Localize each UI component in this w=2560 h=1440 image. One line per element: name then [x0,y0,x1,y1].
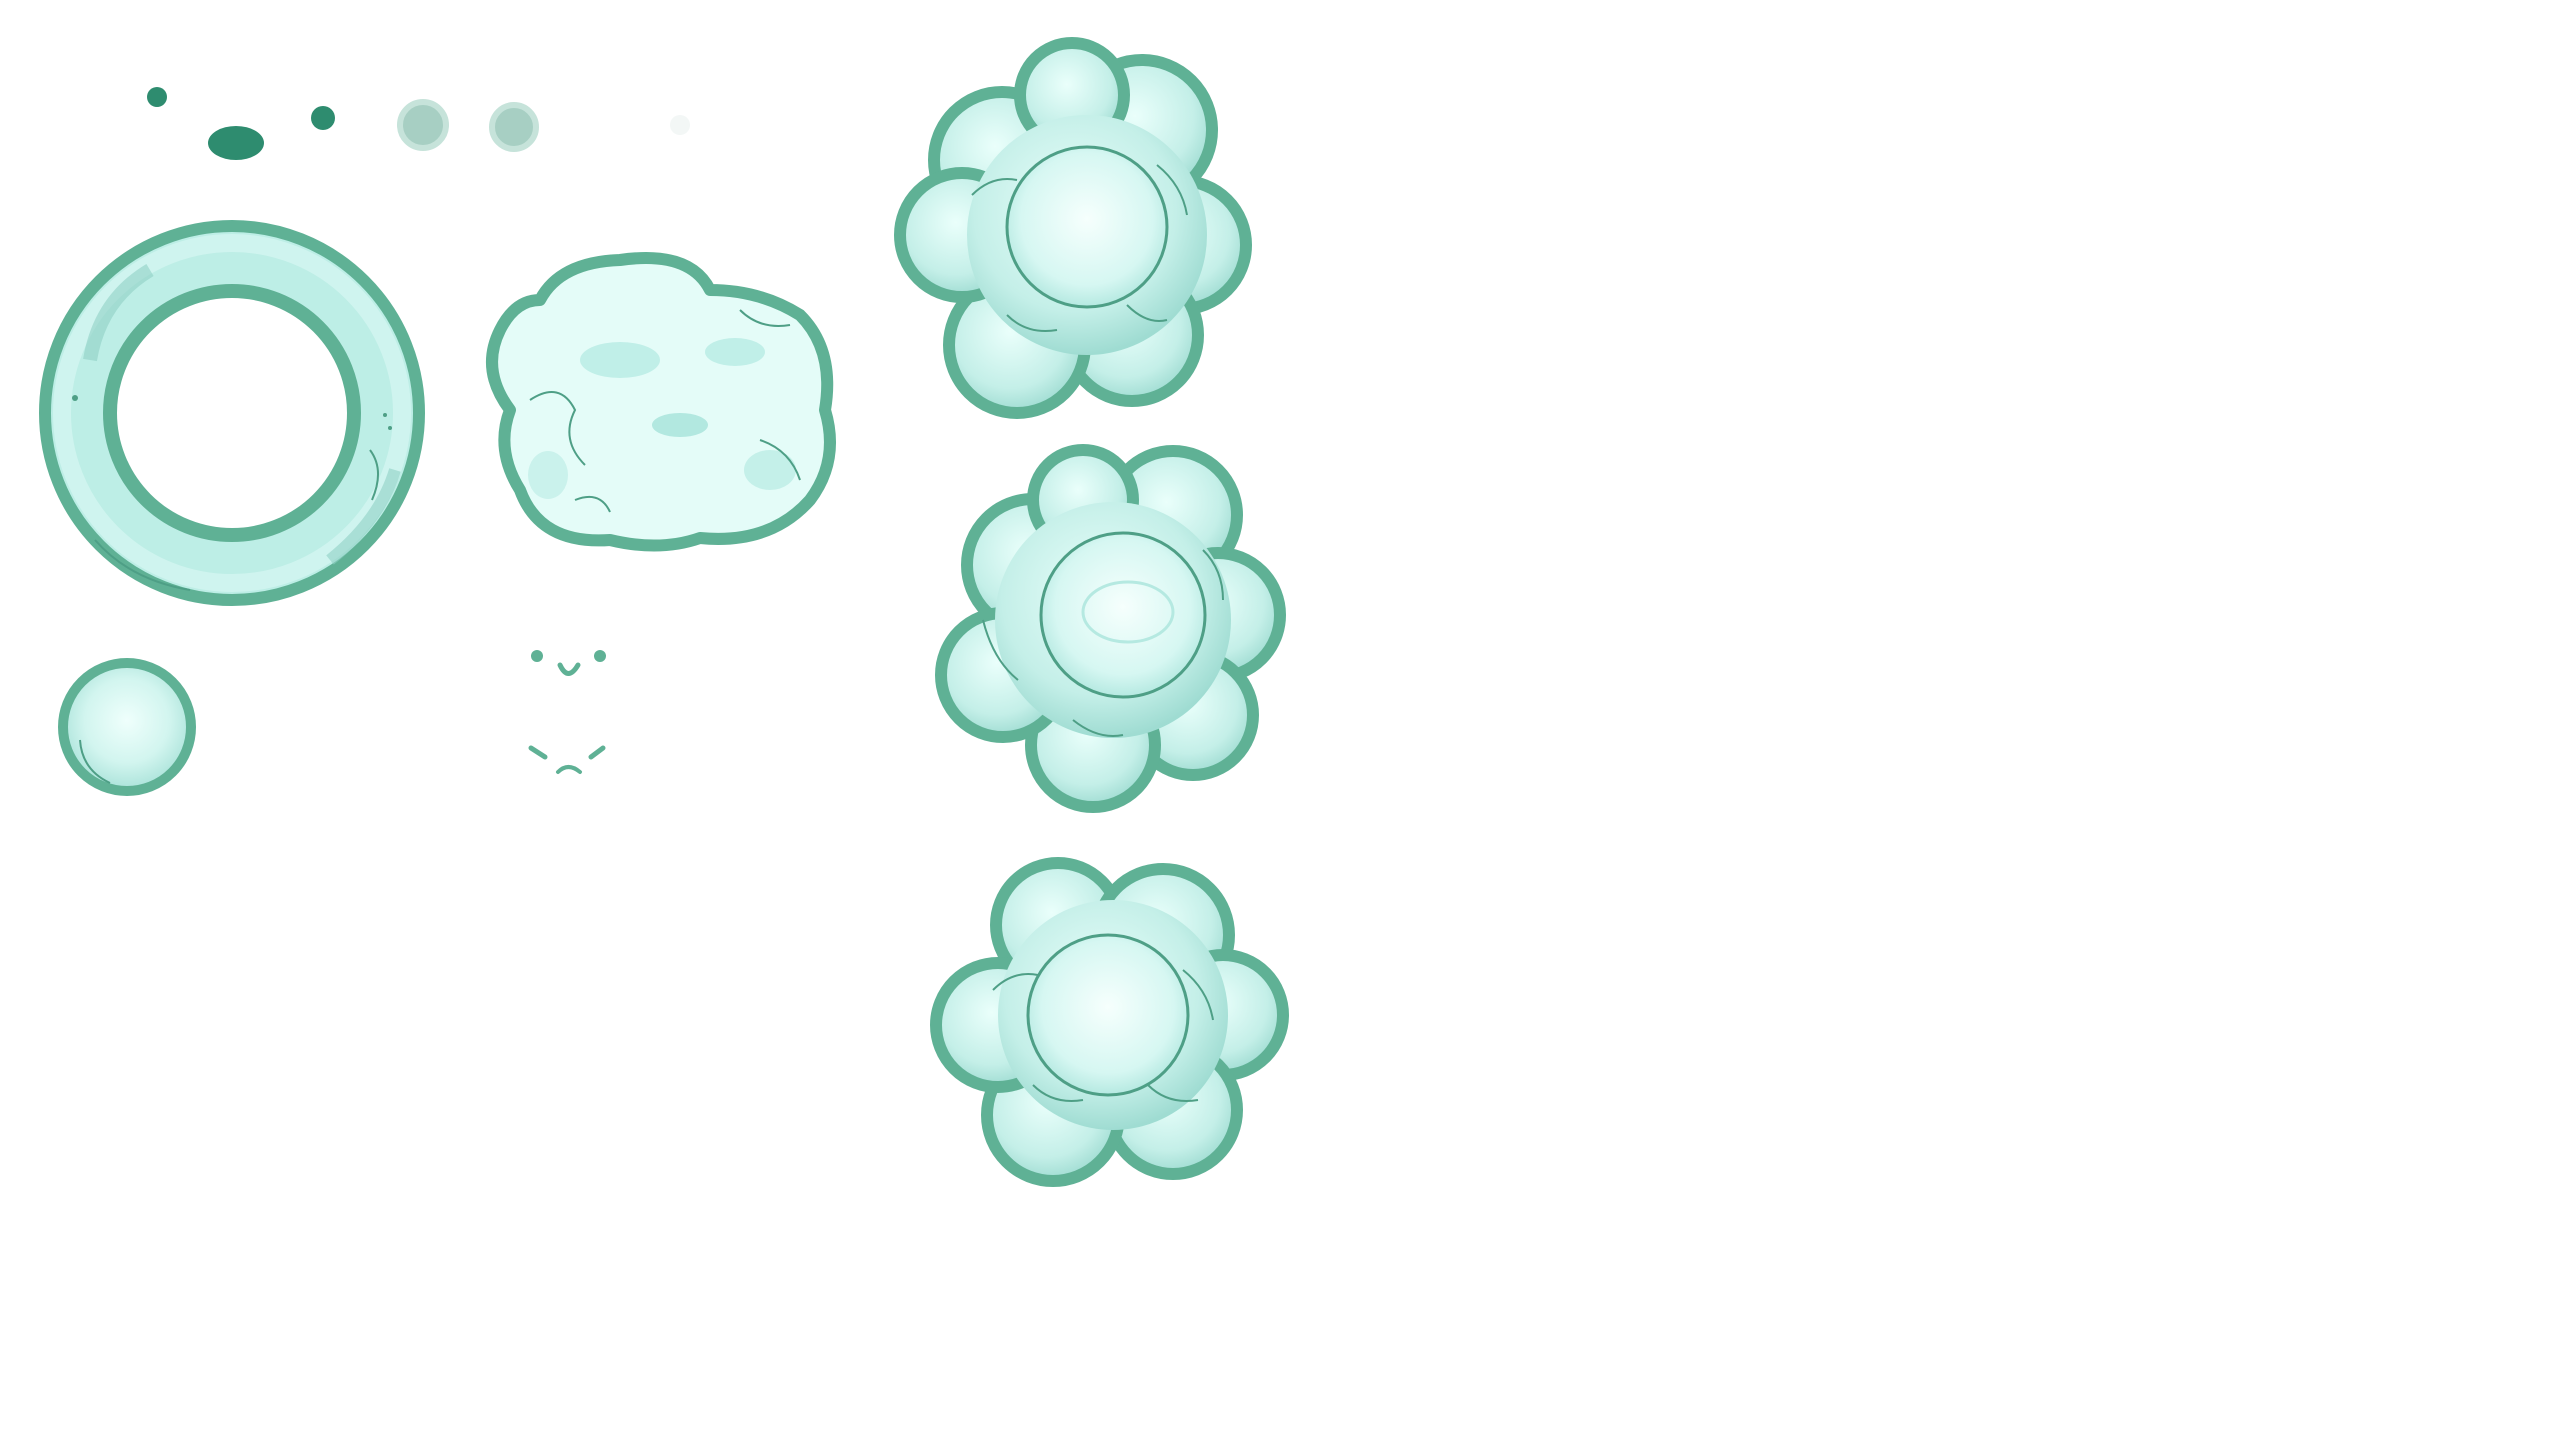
swatch-soft-dot-2 [489,102,539,152]
sad-face-icon [528,745,606,774]
bubble-cluster-icon-2 [935,444,1286,813]
swatch-dot-medium [311,106,335,130]
ring-icon [39,220,425,606]
swatch-blob [208,126,264,160]
swatch-soft-dot-1 [397,99,449,151]
cloud-bubble-icon [486,252,836,552]
swatch-faint-dot [670,115,690,135]
bubble-cluster-icon-1 [894,37,1252,419]
happy-face-icon [531,650,606,676]
swatch-dot-small [147,87,167,107]
bubble-cluster-icon-3 [930,857,1289,1187]
color-swatch-icon [147,87,690,160]
small-bubble-icon [58,658,196,796]
